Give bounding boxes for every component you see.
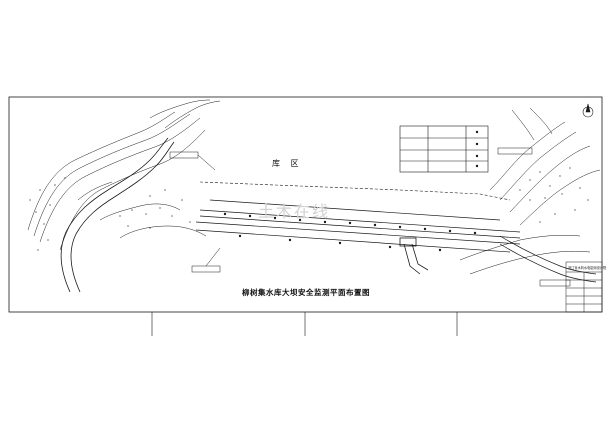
access-road-right bbox=[499, 235, 597, 283]
legend-symbols bbox=[475, 130, 479, 168]
drawing-frame bbox=[8, 96, 603, 313]
spillway bbox=[399, 237, 429, 275]
title-block-header: 浙江省水利水电勘测设计院 bbox=[568, 265, 607, 270]
reservoir-zone-label: 库 区 bbox=[272, 159, 303, 168]
drawing-title: 柳树集水库大坝安全监测平面布置图 bbox=[242, 288, 370, 297]
callout-boxes bbox=[169, 147, 571, 287]
access-road-left bbox=[60, 137, 175, 293]
dam-body bbox=[195, 199, 521, 253]
contour-lines-left bbox=[27, 99, 221, 251]
north-arrow-icon bbox=[582, 103, 594, 118]
contour-lines-right bbox=[459, 107, 601, 275]
monitoring-points bbox=[223, 212, 477, 252]
dotted-area-right bbox=[519, 167, 589, 223]
title-block bbox=[565, 261, 603, 313]
reservoir-edge bbox=[199, 181, 511, 201]
legend-table bbox=[399, 125, 489, 173]
dotted-area-left bbox=[29, 177, 191, 251]
watermark-text: 土木在线 bbox=[258, 202, 331, 221]
